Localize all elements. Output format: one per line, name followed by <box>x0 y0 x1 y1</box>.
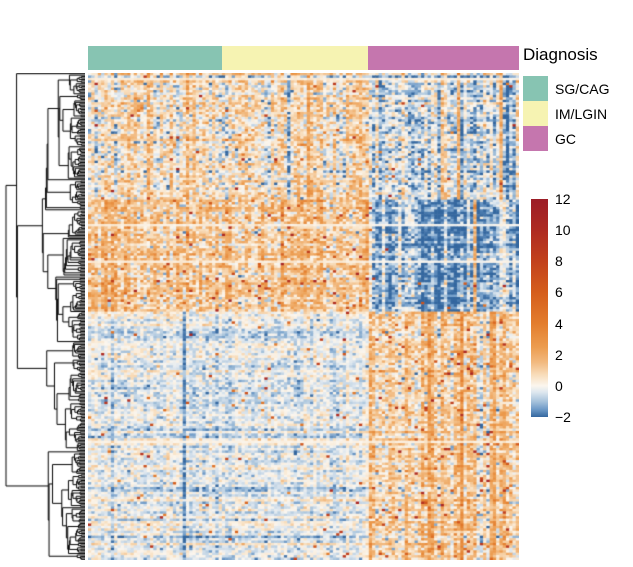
colorbar-tick-label: 2 <box>555 346 563 363</box>
legend-items: SG/CAG IM/LGIN GC <box>523 76 609 151</box>
colorbar: 12 10 8 6 4 2 0 −2 <box>531 192 611 431</box>
annotation-segment-gc <box>368 46 519 70</box>
diagnosis-legend: Diagnosis SG/CAG IM/LGIN GC <box>523 45 609 151</box>
colorbar-tick-label: 8 <box>555 253 563 270</box>
legend-swatch <box>523 76 548 101</box>
colorbar-tick-label: 6 <box>555 284 563 301</box>
legend-label: SG/CAG <box>555 80 610 97</box>
colorbar-gradient <box>531 199 548 417</box>
legend-label: IM/LGIN <box>555 105 608 122</box>
colorbar-tick-label: 4 <box>555 315 563 332</box>
legend-label: GC <box>555 130 576 147</box>
annotation-segment-im-lgin <box>222 46 369 70</box>
heatmap-canvas <box>88 73 519 560</box>
annotation-segment-sg-cag <box>88 46 223 70</box>
legend-swatch <box>523 126 548 151</box>
diagnosis-annotation-bar <box>88 46 519 70</box>
colorbar-tick-label: 0 <box>555 377 563 394</box>
legend-item: IM/LGIN <box>523 101 609 126</box>
row-dendrogram <box>4 73 85 560</box>
colorbar-tick-label: −2 <box>555 409 571 425</box>
legend-title: Diagnosis <box>523 45 598 64</box>
legend-item: GC <box>523 126 609 151</box>
colorbar-tick-label: 12 <box>555 191 571 207</box>
legend-swatch <box>523 101 548 126</box>
legend-item: SG/CAG <box>523 76 609 101</box>
colorbar-tick-label: 10 <box>555 222 571 239</box>
